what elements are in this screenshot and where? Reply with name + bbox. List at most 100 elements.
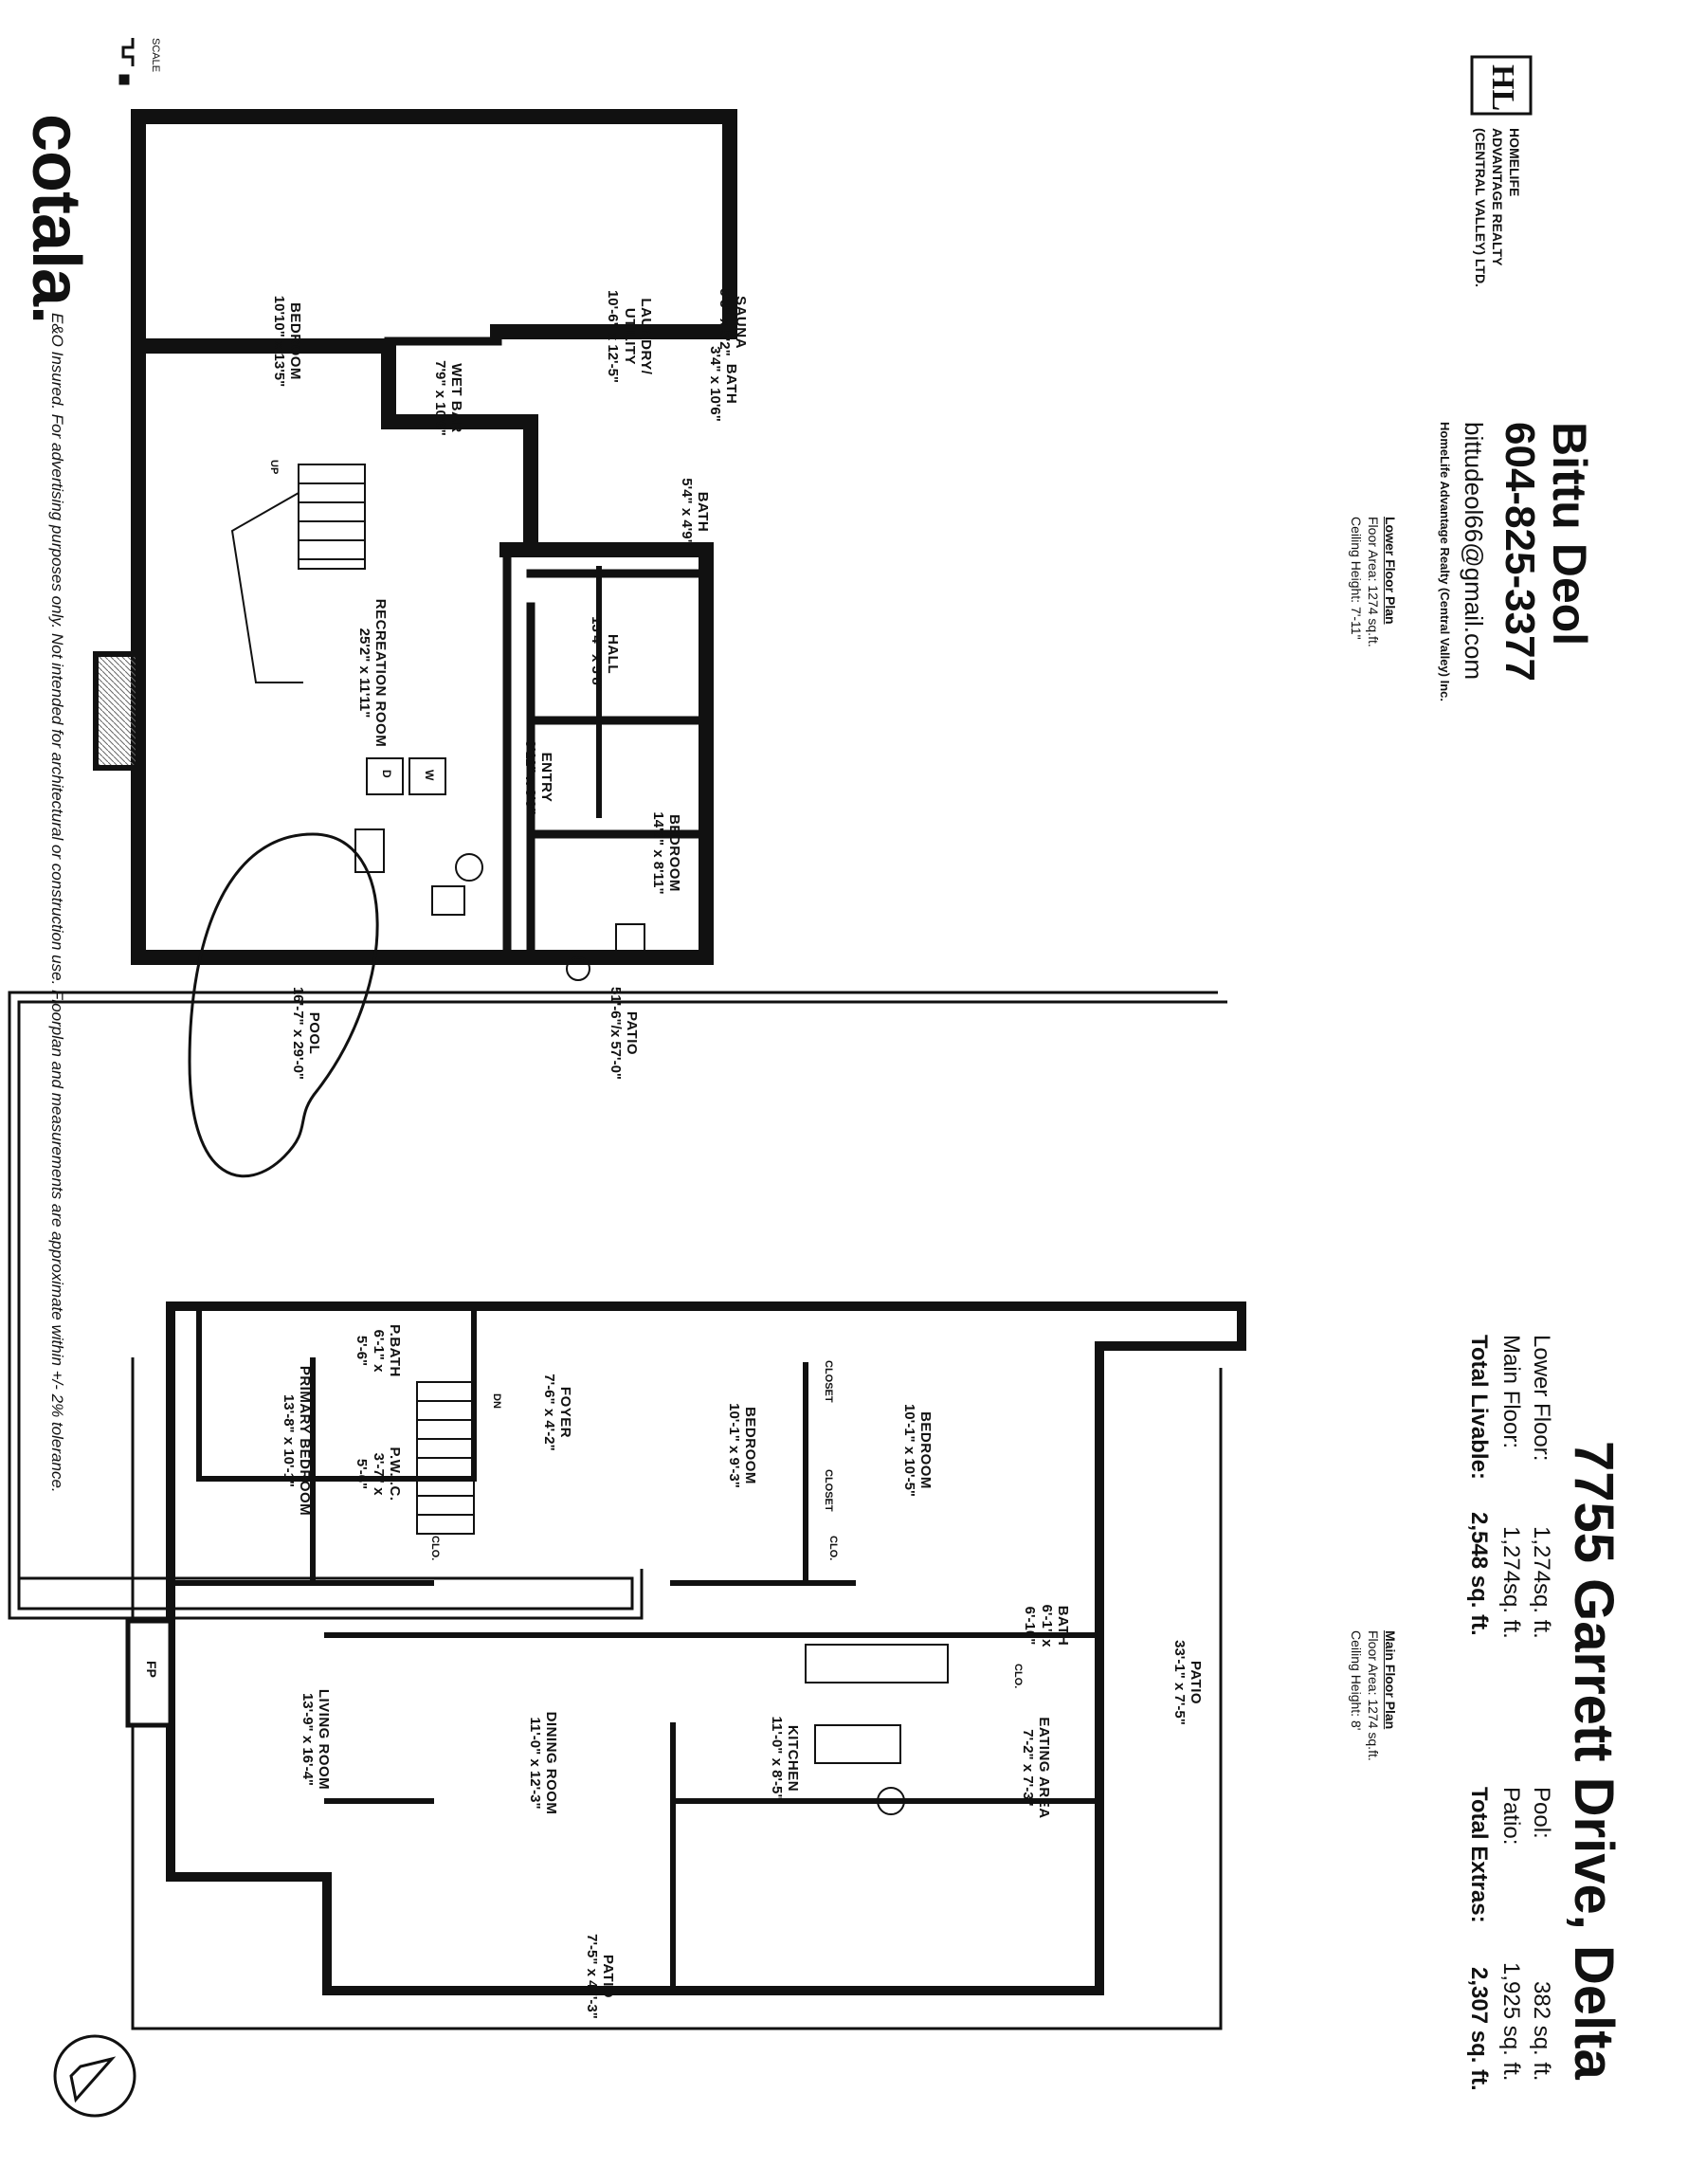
room-dims: 7'-6" x 4'-2" — [540, 1374, 557, 1451]
main-room-primary-bedroom: PRIMARY BEDROOM 13'-8" x 10'-1" — [280, 1365, 313, 1517]
room-name: WET BAR — [448, 363, 464, 433]
main-room-p-bath: P.BATH 6'-1" x 5'-6" — [354, 1313, 404, 1389]
summary-livable-value: 2,548 sq. ft. — [1466, 1512, 1492, 1636]
lower-room-entry: ENTRY 3'11" x 8'9" — [521, 739, 554, 815]
lower-room-wet-bar: WET BAR 7'9" x 10'6" — [431, 341, 464, 455]
main-room-patio-side: PATIO 33'-1" x 7'-5" — [1171, 1630, 1204, 1735]
summary-patio-label: Patio: — [1498, 1787, 1524, 1846]
room-dims: 25'2" x 11'11" — [355, 628, 372, 719]
room-name: PRIMARY BEDROOM — [297, 1365, 313, 1517]
lower-room-bedroom-1: BEDROOM 10'10" x 13'5" — [271, 275, 303, 408]
room-dims: 7'9" x 10'6" — [431, 360, 448, 436]
laundry-fixtures — [354, 757, 483, 916]
lower-patio-outline — [8, 991, 1227, 1620]
room-name: ENTRY — [538, 752, 554, 803]
main-room-living: LIVING ROOM 13'-9" x 16'-4" — [299, 1668, 332, 1811]
room-dims: 11'-0" x 12'-3" — [526, 1717, 543, 1810]
lower-plan-area: Floor Area: 1274 sq.ft. — [1366, 517, 1381, 647]
room-dims: 16'-7" x 29'-0" — [289, 986, 306, 1081]
kitchen-counters — [805, 1644, 949, 1815]
north-arrow-icon — [53, 2034, 136, 2118]
stair-dn-label: DN — [491, 1393, 502, 1409]
main-stair — [416, 1381, 475, 1535]
room-dims: 6'-1" x 6'-10" — [1022, 1604, 1055, 1647]
room-dims: 6'-1" x 5'-6" — [354, 1329, 387, 1373]
lower-floor-walls — [131, 109, 737, 965]
main-room-bedroom-2: BEDROOM 10'-1" x 10'-5" — [901, 1398, 934, 1502]
room-name: BATH — [1055, 1605, 1071, 1647]
room-dims: 33'-1" x 7'-5" — [1171, 1640, 1188, 1725]
lower-room-patio: PATIO 51'-6"/x 57'-0" — [607, 976, 640, 1090]
main-room-eating-area: EATING AREA 7'-2" x 7'-3" — [1019, 1716, 1052, 1820]
lower-room-sauna: SAUNA 5'3" x 5'2" — [717, 284, 749, 360]
room-name: SAUNA — [733, 296, 749, 349]
main-floor-walls — [166, 1301, 1246, 1995]
disclaimer-text: E&O Insured. For advertising purposes on… — [48, 313, 66, 1493]
main-room-dining: DINING ROOM 11'-0" x 12'-3" — [526, 1702, 559, 1825]
room-name: RECREATION ROOM — [372, 598, 389, 748]
room-name: LIVING ROOM — [316, 1688, 332, 1791]
room-name: BATH — [695, 491, 711, 533]
room-dims: 13'-9" x 16'-4" — [299, 1692, 316, 1787]
room-name: KITCHEN — [785, 1724, 801, 1793]
room-name: P.BATH — [387, 1324, 403, 1377]
main-room-pwic: P.W.I.C. 3'-7" x 5'-6" — [354, 1436, 404, 1512]
room-dims: 3'-7" x 5'-6" — [354, 1452, 387, 1496]
room-name: LAUNDRY/ UTILITY — [621, 298, 654, 375]
summary-livable-label: Total Livable: — [1466, 1335, 1492, 1480]
summary-main-value: 1,274sq. ft. — [1498, 1526, 1524, 1639]
room-name: POOL — [306, 1011, 322, 1055]
lower-stair — [230, 464, 366, 683]
room-dims: 10'-6" x 12'-5" — [605, 289, 622, 384]
pool-outline — [188, 832, 379, 1178]
room-name: EATING AREA — [1036, 1717, 1052, 1819]
summary-pool-value: 382 sq. ft. — [1529, 1981, 1554, 2082]
summary-patio-value: 1,925 sq. ft. — [1498, 1962, 1524, 2082]
lower-fireplace — [93, 651, 141, 771]
main-plan-ceiling: Ceiling Height: 8' — [1349, 1630, 1364, 1731]
room-name: DINING ROOM — [543, 1711, 559, 1815]
room-name: FOYER — [557, 1386, 573, 1439]
lower-room-hall: HALL 13'4" x 3'8" — [589, 607, 621, 701]
room-dims: 7'-2" x 7'-3" — [1019, 1729, 1036, 1807]
scale-label: SCALE — [150, 38, 161, 73]
lower-room-recreation: RECREATION ROOM 25'2" x 11'11" — [355, 569, 389, 777]
room-name: BEDROOM — [666, 814, 682, 892]
main-room-patio-rear: PATIO 7'-5" x 47'-3" — [584, 1924, 616, 2029]
clo-label-1: CLO. — [429, 1536, 441, 1561]
room-name: BEDROOM — [917, 1411, 934, 1489]
summary-extras-label: Total Extras: — [1466, 1787, 1492, 1923]
summary-lower-label: Lower Floor: — [1529, 1335, 1554, 1462]
logo-frame — [1470, 55, 1533, 116]
lower-stair-up-label: UP — [268, 460, 280, 475]
agent-name: Bittu Deol — [1543, 422, 1596, 646]
room-dims: 13'-8" x 10'-1" — [280, 1393, 297, 1488]
agent-phone: 604-825-3377 — [1497, 422, 1543, 682]
property-address: 7755 Garrett Drive, Delta — [1563, 1441, 1624, 2080]
room-name: BEDROOM — [742, 1407, 758, 1484]
fireplace-label: FP — [144, 1661, 159, 1678]
lower-plan-title: Lower Floor Plan — [1383, 517, 1398, 625]
scale-bar-icon — [118, 38, 135, 85]
main-room-bedroom-1: BEDROOM 10'-1" x 9'-3" — [725, 1393, 758, 1498]
closet-label-1: CLOSET — [823, 1360, 834, 1403]
main-room-kitchen: KITCHEN 11'-0" x 8'-5" — [768, 1706, 801, 1811]
room-dims: 10'-1" x 9'-3" — [725, 1403, 742, 1488]
lower-plan-ceiling: Ceiling Height: 7'-11" — [1349, 517, 1364, 640]
room-dims: 11'-0" x 8'-5" — [768, 1716, 785, 1801]
room-dims: 14'3" x 8'11" — [649, 811, 666, 895]
lower-room-bath-2: BATH 5'4" x 4'9" — [679, 474, 711, 550]
main-fireplace — [125, 1618, 173, 1728]
lower-room-laundry: LAUNDRY/ UTILITY 10'-6" x 12'-5" — [605, 275, 655, 398]
room-name: PATIO — [1188, 1660, 1204, 1705]
dryer-label: D — [380, 770, 393, 778]
clo-label-2: CLO. — [827, 1536, 839, 1561]
main-room-foyer: FOYER 7'-6" x 4'-2" — [540, 1370, 573, 1455]
main-plan-area: Floor Area: 1274 sq.ft. — [1366, 1630, 1381, 1761]
logo-line-3: (CENTRAL VALLEY) LTD. — [1473, 128, 1488, 287]
lower-room-pool: POOL 16'-7" x 29'-0" — [289, 976, 322, 1090]
room-dims: 3'11" x 8'9" — [521, 739, 538, 815]
room-dims: 51'-6"/x 57'-0" — [607, 986, 624, 1081]
